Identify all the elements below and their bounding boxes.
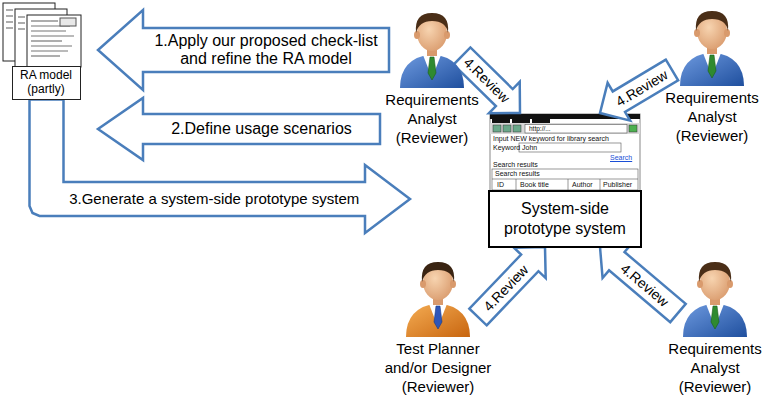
block-arrow — [98, 10, 389, 90]
screen-text: John — [522, 144, 537, 152]
block-arrow — [30, 100, 411, 233]
screen-text: Keyword — [493, 144, 520, 152]
person-figure: Requirements Analyst (Reviewer) — [382, 6, 482, 147]
box-text: RA model (partly) — [16, 69, 76, 97]
step-label: 4.Review — [480, 261, 531, 314]
role-label: Requirements Analyst (Reviewer) — [662, 89, 762, 145]
step-label: 4.Review — [618, 261, 672, 310]
browser-screenshot — [490, 114, 640, 246]
screen-text: Author — [572, 181, 593, 189]
person-icon — [677, 4, 747, 86]
block-arrow — [98, 98, 380, 160]
screen-text: Search results — [493, 161, 538, 169]
step-label: 1.Apply our proposed check-list and refi… — [149, 32, 384, 69]
document-box: RA model (partly) — [12, 66, 81, 100]
screen-text: ID — [497, 181, 504, 189]
screen-text: Search — [610, 154, 632, 162]
person-icon — [397, 6, 467, 88]
block-arrow — [469, 247, 545, 325]
role-label: Requirements Analyst (Reviewer) — [665, 340, 765, 396]
person-icon — [403, 255, 473, 337]
role-label: Requirements Analyst (Reviewer) — [382, 91, 482, 147]
box-text: System-side prototype system — [494, 199, 636, 239]
document-stack — [3, 3, 81, 67]
caption-box: System-side prototype system — [488, 190, 642, 248]
person-figure: Requirements Analyst (Reviewer) — [665, 255, 765, 396]
step-label: 3.Generate a system-side prototype syste… — [69, 190, 359, 207]
person-icon — [680, 255, 750, 337]
screen-text: Search results — [495, 170, 540, 178]
block-arrow — [600, 244, 686, 322]
prototype-box: System-side prototype system — [488, 112, 642, 248]
step-label: 2.Define usage scenarios — [171, 120, 352, 138]
screen-text: Input NEW keyword for library search — [493, 135, 609, 143]
step-label: 4.Review — [613, 66, 671, 109]
person-figure: Test Planner and/or Designer (Reviewer) — [376, 255, 500, 396]
screen-text: http://... — [529, 125, 551, 132]
screen-text: Book title — [520, 181, 549, 189]
screen-text: Publisher — [603, 181, 632, 189]
person-figure: Requirements Analyst (Reviewer) — [662, 4, 762, 145]
role-label: Test Planner and/or Designer (Reviewer) — [376, 340, 500, 396]
